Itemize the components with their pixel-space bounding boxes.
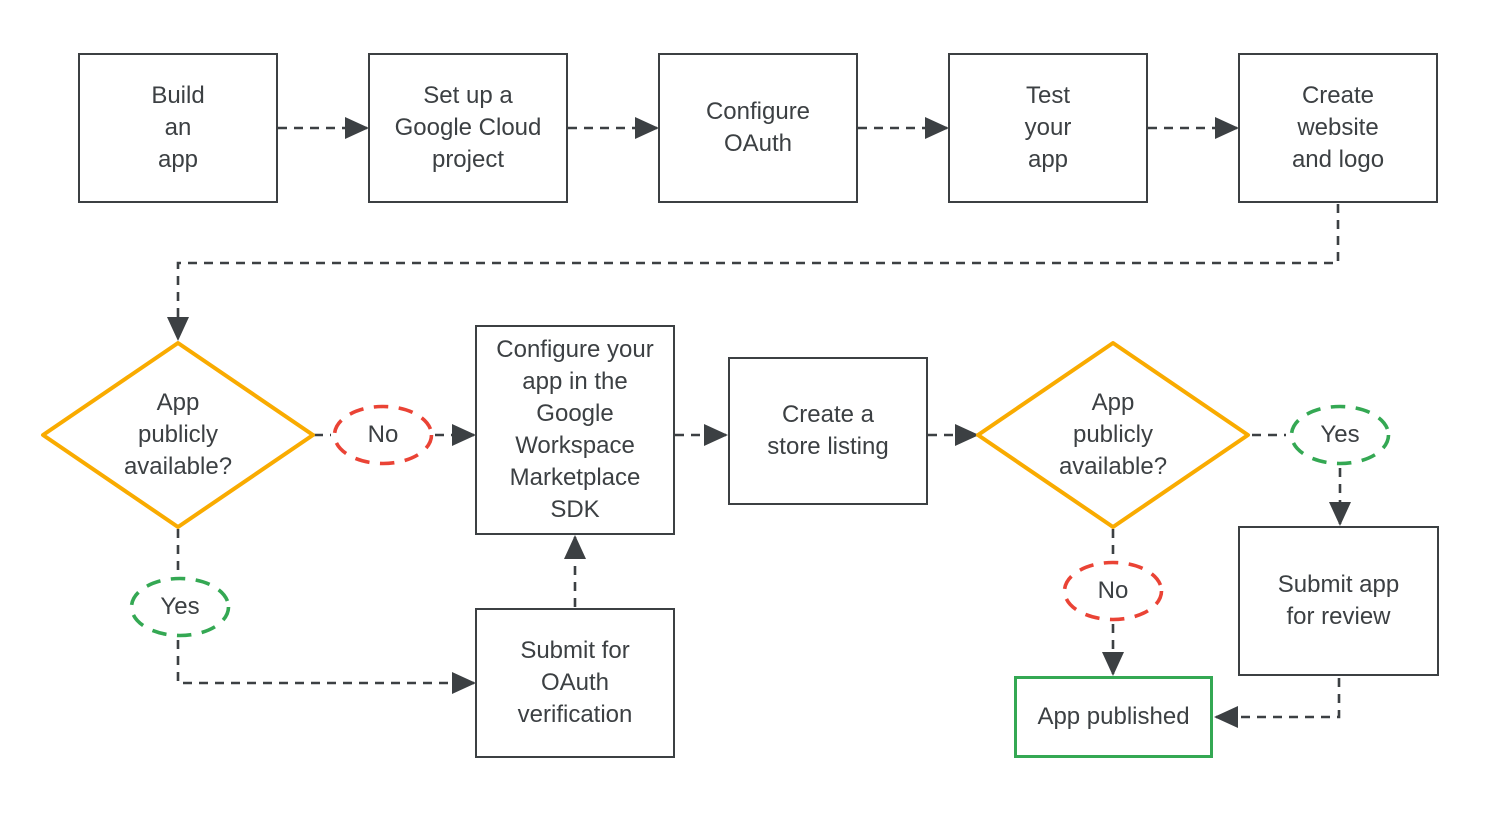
node-app-published: App published xyxy=(1014,676,1213,758)
node-label: App publicly available? xyxy=(1058,389,1168,480)
node-label: Submit app for review xyxy=(1277,571,1400,630)
node-build-an-app: Build an app xyxy=(78,53,278,203)
node-branch-yes-2: Yes xyxy=(1288,403,1392,467)
node-label: No xyxy=(367,421,399,448)
node-label: App publicly available? xyxy=(123,389,233,480)
node-decision-app-publicly-available-2: App publicly available? xyxy=(975,340,1251,530)
node-configure-oauth: Configure OAuth xyxy=(658,53,858,203)
node-branch-no-2: No xyxy=(1061,559,1165,623)
connector-website-to-decision1 xyxy=(167,204,1340,341)
yes-pill-outline xyxy=(1289,404,1391,466)
connector-submit-review-to-app-published xyxy=(1214,678,1341,728)
node-submit-app-for-review: Submit app for review xyxy=(1238,526,1439,676)
node-label: Create a store listing xyxy=(767,401,889,460)
connector-yes-to-oauth-verification xyxy=(176,640,476,694)
node-set-up-google-cloud-project: Set up a Google Cloud project xyxy=(368,53,568,203)
node-label: Yes xyxy=(1320,421,1360,448)
node-branch-no-1: No xyxy=(331,403,435,467)
node-submit-for-oauth-verification: Submit for OAuth verification xyxy=(475,608,675,758)
node-label: Configure OAuth xyxy=(705,98,811,157)
node-label: Yes xyxy=(160,593,200,620)
node-label: Create website and logo xyxy=(1291,82,1385,173)
node-label: Set up a Google Cloud project xyxy=(394,82,542,173)
yes-pill-outline xyxy=(129,576,231,638)
node-test-your-app: Test your app xyxy=(948,53,1148,203)
node-label: Build an app xyxy=(151,82,205,173)
no-pill-outline xyxy=(332,404,434,466)
no-pill-outline xyxy=(1062,560,1164,622)
decision-diamond-outline xyxy=(41,341,315,529)
node-label: Test your app xyxy=(1024,82,1072,173)
node-label: App published xyxy=(1037,703,1190,730)
decision-diamond-outline xyxy=(976,341,1250,529)
node-label: Configure your app in the Google Workspa… xyxy=(496,336,654,523)
node-decision-app-publicly-available-1: App publicly available? xyxy=(40,340,316,530)
node-create-store-listing: Create a store listing xyxy=(728,357,928,505)
node-label: Submit for OAuth verification xyxy=(517,637,633,728)
node-branch-yes-1: Yes xyxy=(128,575,232,639)
node-configure-app-in-marketplace-sdk: Configure your app in the Google Workspa… xyxy=(475,325,675,535)
node-create-website-and-logo: Create website and logo xyxy=(1238,53,1438,203)
node-label: No xyxy=(1097,577,1129,604)
